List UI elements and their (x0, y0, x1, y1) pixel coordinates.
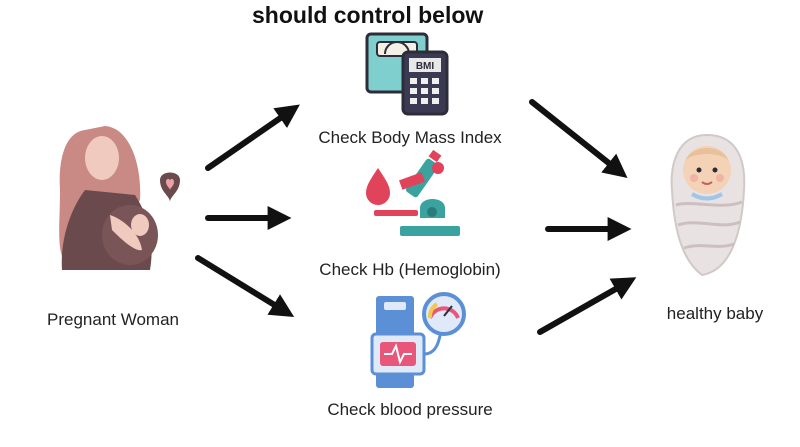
microscope-blood-icon (366, 149, 460, 236)
source-node: Pregnant Woman (30, 120, 200, 330)
svg-text:BMI: BMI (416, 61, 435, 72)
check-label-bp: Check blood pressure (327, 400, 493, 419)
arrow-woman-to-bp (195, 255, 295, 318)
pregnant-woman-icon (59, 126, 180, 270)
bmi-scale-icon: BMI (365, 32, 449, 116)
check-label-bmi: Check Body Mass Index (318, 128, 502, 147)
check-label-hb: Check Hb (Hemoglobin) (319, 260, 501, 279)
check-node-bmi: BMI Check Body Mass Index (300, 30, 520, 155)
blood-pressure-icon (370, 292, 466, 388)
source-node-label: Pregnant Woman (47, 310, 179, 329)
check-node-bp: Check blood pressure (300, 290, 520, 430)
arrow-bp-to-baby (537, 277, 637, 335)
target-node-label: healthy baby (666, 304, 764, 323)
check-node-hb: Check Hb (Hemoglobin) (300, 148, 520, 283)
arrow-woman-to-bmi (205, 104, 300, 171)
baby-icon (670, 133, 746, 277)
target-node: healthy baby (640, 130, 790, 330)
arrow-bmi-to-baby (529, 99, 628, 178)
